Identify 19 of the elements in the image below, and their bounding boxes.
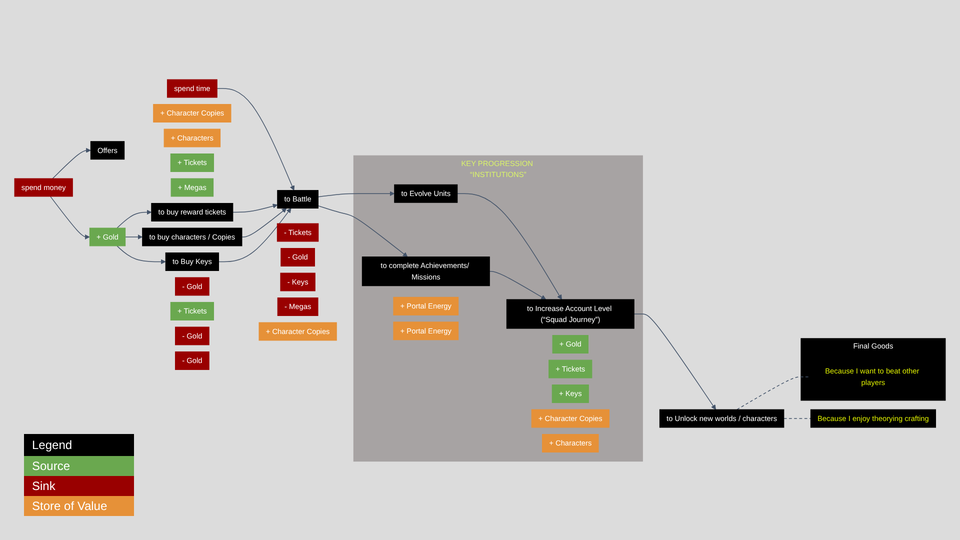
arrow [52,147,91,178]
arrow [489,270,546,300]
arrow [124,234,143,240]
arrow [116,245,166,264]
arrow [116,209,152,228]
legend-item: Source [24,456,134,476]
legend-title: Legend [24,434,134,456]
arrow [634,313,716,410]
legend-item: Sink [24,476,134,496]
connector [736,376,810,410]
arrow [218,208,292,262]
legend-item: Store of Value [24,496,134,516]
arrow [318,205,408,257]
arrow [232,203,278,212]
arrow [457,192,562,300]
arrow [216,88,294,190]
arrow [318,190,395,197]
arrow [50,196,90,240]
arrow [242,208,287,237]
